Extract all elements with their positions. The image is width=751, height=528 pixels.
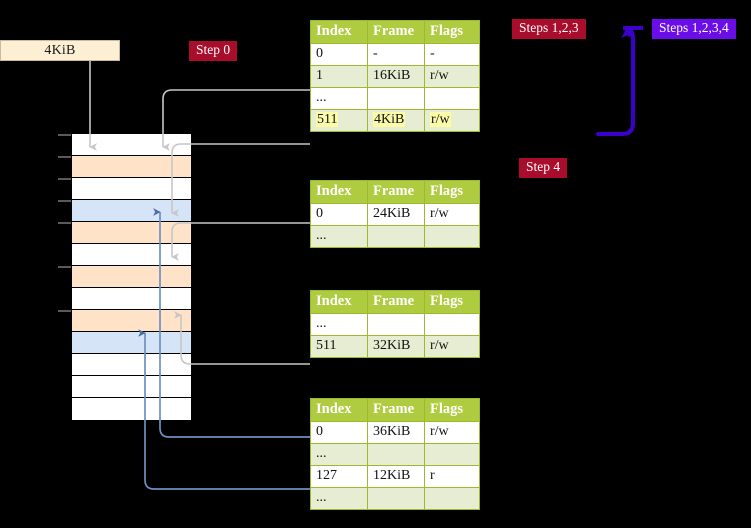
table-row: ... [310, 487, 480, 510]
memory-tick [58, 266, 71, 268]
table-cell-flags: r/w [424, 421, 480, 444]
table-cell-flags: r/w [424, 109, 480, 132]
table-header-index: Index [310, 398, 368, 422]
table-cell-flags: r/w [424, 65, 480, 88]
memory-frame-row [72, 134, 191, 156]
memory-tick [58, 134, 71, 136]
table-cell-frame: 12KiB [367, 465, 425, 488]
table-row: 0-- [310, 43, 480, 66]
table-cell-frame [367, 87, 425, 110]
memory-frame-row [72, 156, 191, 178]
table-cell-flags: r/w [424, 335, 480, 358]
table-header-frame: Frame [367, 290, 425, 314]
table-cell-index: 0 [310, 43, 368, 66]
memory-frame-row [72, 288, 191, 310]
badge-steps-123: Steps 1,2,3 [512, 19, 586, 39]
memory-frame-row [72, 200, 191, 222]
table-row: ... [310, 225, 480, 248]
wire-table0-row511-to-memory [171, 143, 310, 217]
table-cell-index: 511 [310, 109, 368, 132]
table-header-flags: Flags [424, 20, 480, 44]
memory-frame-row [72, 354, 191, 376]
table-row: ... [310, 443, 480, 466]
table-cell-flags [424, 443, 480, 466]
badge-steps-1234-label: Steps 1,2,3,4 [659, 20, 729, 35]
memory-tick [58, 310, 71, 312]
table-header-index: Index [310, 20, 368, 44]
memory-frame-row [72, 310, 191, 332]
table-cell-flags [424, 225, 480, 248]
table-cell-flags [424, 313, 480, 336]
table-row: ... [310, 87, 480, 110]
table-header-flags: Flags [424, 290, 480, 314]
memory-frame-row [72, 376, 191, 398]
table-cell-index: 0 [310, 203, 368, 226]
table-cell-flags: - [424, 43, 480, 66]
size-label-text: 4KiB [44, 42, 76, 58]
memory-frame-row [72, 398, 191, 420]
table-cell-frame [367, 225, 425, 248]
table-cell-flags: r [424, 465, 480, 488]
memory-frame-row [72, 222, 191, 244]
memory-tick [58, 178, 71, 180]
badge-step-0-label: Step 0 [196, 42, 231, 57]
table-cell-frame [367, 443, 425, 466]
table-header-index: Index [310, 180, 368, 204]
badge-step-0: Step 0 [189, 41, 238, 61]
table-cell-frame: - [367, 43, 425, 66]
table-cell-flags [424, 87, 480, 110]
table-cell-index: ... [310, 443, 368, 466]
badge-step-4: Step 4 [519, 158, 568, 178]
memory-frame-row [72, 178, 191, 200]
table-header-index: Index [310, 290, 368, 314]
memory-tick [58, 200, 71, 202]
table-cell-flags [424, 487, 480, 510]
table-header-flags: Flags [424, 398, 480, 422]
table-cell-index: ... [310, 225, 368, 248]
memory-tick [58, 222, 71, 224]
wire-table2-row511-to-memory [174, 311, 310, 365]
table-header-frame: Frame [367, 180, 425, 204]
table-cell-index: ... [310, 487, 368, 510]
size-label-box: 4KiB [0, 40, 120, 61]
table-cell-index: 511 [310, 335, 368, 358]
physical-memory-column [71, 134, 191, 420]
memory-frame-row [72, 266, 191, 288]
table-cell-frame: 4KiB [367, 109, 425, 132]
table-cell-frame: 32KiB [367, 335, 425, 358]
table-cell-frame: 24KiB [367, 203, 425, 226]
table-cell-frame: 36KiB [367, 421, 425, 444]
memory-frame-row [72, 332, 191, 354]
badge-step-4-label: Step 4 [526, 159, 561, 174]
memory-frame-row [72, 244, 191, 266]
table-cell-frame [367, 313, 425, 336]
table-cell-flags: r/w [424, 203, 480, 226]
table-header-frame: Frame [367, 398, 425, 422]
table-header-frame: Frame [367, 20, 425, 44]
badge-steps-1234: Steps 1,2,3,4 [652, 19, 736, 39]
table-cell-index: ... [310, 87, 368, 110]
table-header-flags: Flags [424, 180, 480, 204]
wire-table1-row0-to-memory [171, 222, 310, 261]
table-cell-index: 0 [310, 421, 368, 444]
table-cell-index: 1 [310, 65, 368, 88]
memory-tick [58, 156, 71, 158]
badge-steps-123-label: Steps 1,2,3 [519, 20, 579, 35]
table-cell-frame [367, 487, 425, 510]
table-cell-frame: 16KiB [367, 65, 425, 88]
table-row: ... [310, 313, 480, 336]
wire-steps-loop [596, 26, 639, 136]
table-cell-index: 127 [310, 465, 368, 488]
table-cell-index: ... [310, 313, 368, 336]
